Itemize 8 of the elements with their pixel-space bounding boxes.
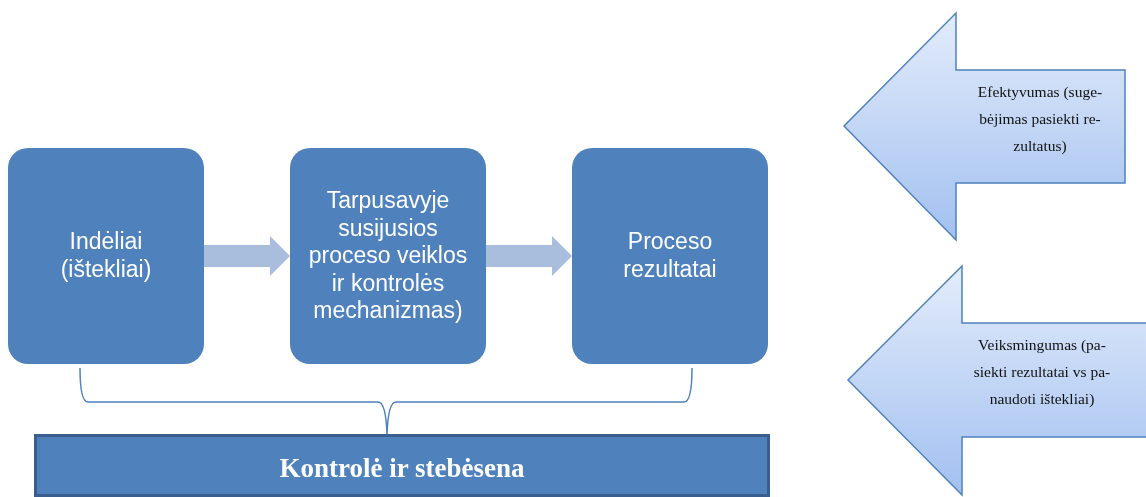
process-box: Indėliai (ištekliai) (8, 148, 204, 364)
process-box: Tarpusavyje susijusios proceso veiklos ir kontrolės mechanizmas) (290, 148, 486, 364)
arrow-label: Veiksmingumas (pa- siekti rezultatai vs pa- naudoti ištekliai) (972, 335, 1112, 410)
arrow-label: Efektyvumas (suge- bėjimas pasiekti re- zultatus) (976, 82, 1104, 157)
arrow (486, 236, 572, 276)
arrow (204, 236, 290, 276)
process-box: Proceso rezultatai (572, 148, 768, 364)
control-bar: Kontrolė ir stebėsena (34, 434, 770, 497)
